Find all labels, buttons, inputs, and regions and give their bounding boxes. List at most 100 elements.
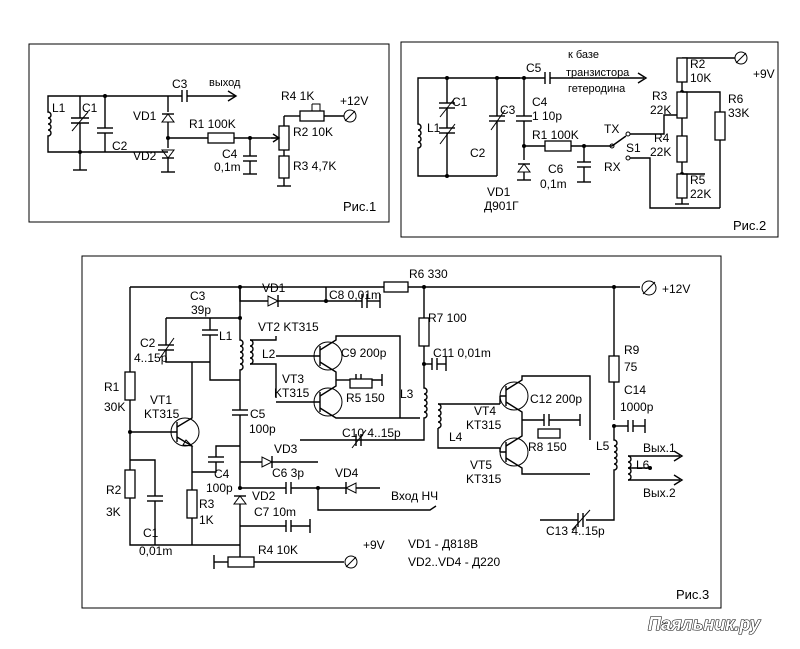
fig2-rx-label: RX (604, 160, 621, 174)
fig2-c2-label: C2 (470, 146, 486, 160)
fig3-vt4-type: KT315 (466, 418, 502, 432)
fig1-supply-label: +12V (340, 94, 368, 108)
fig3-c13-label: C13 4..15p (546, 524, 605, 538)
figure-2: L1 C1 C2 C3 C5 к базе транзистора гетеро… (400, 41, 779, 238)
fig3-out2-label: Вых.2 (643, 486, 676, 500)
fig3-vt1-label: VT1 (150, 393, 172, 407)
fig1-r1-label: R1 100K (189, 117, 236, 131)
fig3-vt5-type: KT315 (466, 472, 502, 486)
fig2-r1-label: R1 100K (532, 128, 579, 142)
fig3-r1-label: R1 (104, 380, 120, 394)
fig2-c3-label: C3 (500, 103, 516, 117)
fig2-s1-label: S1 (626, 141, 641, 155)
fig3-supply9-label: +9V (363, 538, 385, 552)
fig3-vt3-label: VT3 (282, 372, 304, 386)
fig2-note-line2: транзистора (566, 67, 630, 79)
fig3-r4-label: R4 10K (258, 543, 298, 557)
fig3-l4-label: L4 (449, 430, 463, 444)
fig3-r8-label: R8 150 (528, 440, 567, 454)
fig1-l1-label: L1 (52, 101, 66, 115)
fig2-r3-label: R3 (652, 89, 668, 103)
figure-1: L1 C1 C2 C3 выход VD1 VD2 R1 100K C4 0,1… (28, 43, 390, 223)
fig1-output-label: выход (209, 77, 241, 89)
fig2-r6-value: 33K (728, 106, 749, 120)
fig3-c5-value: 100p (249, 422, 276, 436)
fig3-vd4-label: VD4 (335, 466, 359, 480)
fig1-c1-label: C1 (82, 101, 98, 115)
fig3-out1-label: Вых.1 (643, 441, 676, 455)
fig3-c5-label: C5 (250, 407, 266, 421)
fig3-c1-label: C1 (143, 526, 159, 540)
fig3-c3-label: C3 (190, 289, 206, 303)
fig2-r5-label: R5 (690, 173, 706, 187)
fig2-caption: Рис.2 (733, 218, 766, 233)
fig1-vd2-label: VD2 (133, 149, 157, 163)
fig3-r9-label: R9 (624, 343, 640, 357)
fig2-l1-label: L1 (427, 121, 441, 135)
fig2-r5-value: 22K (690, 187, 711, 201)
fig3-input-lf-label: Вход НЧ (391, 489, 438, 503)
fig2-c4-label: C4 (532, 95, 548, 109)
fig3-c2-value: 4..15p (134, 351, 168, 365)
figure-2-frame (400, 41, 779, 238)
fig3-c3-value: 39p (191, 303, 211, 317)
fig3-c8-label: C8 0,01m (329, 288, 381, 302)
fig2-r2-label: R2 (690, 57, 706, 71)
fig2-r4-label: R4 (654, 131, 670, 145)
fig3-r7-label: R7 100 (428, 311, 467, 325)
fig3-r3-value: 1K (199, 513, 214, 527)
fig3-c9-label: C9 200p (341, 346, 387, 360)
fig3-c14-value: 1000p (620, 400, 654, 414)
fig3-l3-label: L3 (400, 387, 414, 401)
fig3-c1-value: 0,01m (139, 544, 172, 558)
fig3-c4-label: C4 (214, 467, 230, 481)
fig2-c6-label: C6 (548, 162, 564, 176)
fig1-r2-label: R2 10K (293, 125, 333, 139)
fig2-tx-label: TX (604, 122, 619, 136)
fig3-r5-label: R5 150 (346, 391, 385, 405)
figure-1-frame (28, 43, 390, 223)
fig3-vt3-type: KT315 (274, 386, 310, 400)
fig3-r2-value: 3K (106, 505, 121, 519)
fig3-l1-label: L1 (219, 329, 233, 343)
figure-3-frame (81, 255, 722, 609)
fig2-vd1-label: VD1 (487, 185, 511, 199)
fig3-c4-value: 100p (206, 481, 233, 495)
fig2-note-line3: гетеродина (568, 83, 626, 95)
fig2-c1-label: C1 (452, 95, 468, 109)
fig3-r9-value: 75 (624, 360, 638, 374)
fig3-vt2-label: VT2 KT315 (258, 320, 319, 334)
fig3-supply12-label: +12V (662, 282, 690, 296)
watermark-logo: Паяльник.ру (648, 614, 761, 634)
fig2-vd1-type: Д901Г (484, 199, 519, 213)
fig3-r3-label: R3 (199, 497, 215, 511)
fig2-r2-value: 10K (690, 71, 711, 85)
fig2-c6-value: 0,1m (540, 177, 567, 191)
fig3-l2-label: L2 (262, 347, 276, 361)
fig1-r3-label: R3 4,7K (293, 159, 336, 173)
fig3-vt1-type: KT315 (144, 407, 180, 421)
fig3-r6-label: R6 330 (409, 267, 448, 281)
fig1-c3-label: C3 (172, 77, 188, 91)
fig3-c14-label: C14 (624, 383, 646, 397)
fig2-r3-value: 22K (650, 103, 671, 117)
fig1-l1-coil (47, 106, 52, 144)
fig3-c11-label: C11 0,01m (433, 346, 491, 360)
fig3-vt5-label: VT5 (470, 458, 492, 472)
fig3-vd1-label: VD1 (262, 281, 286, 295)
fig3-l6-label: L6 (636, 458, 650, 472)
fig1-c4-label: C4 (222, 147, 238, 161)
fig3-c2-label: C2 (140, 336, 156, 350)
fig3-r2-label: R2 (106, 483, 122, 497)
fig3-l5-label: L5 (596, 439, 610, 453)
fig3-c12-label: C12 200p (530, 392, 582, 406)
fig2-r4-value: 22K (650, 145, 671, 159)
fig1-c2-label: C2 (112, 139, 128, 153)
fig1-r4-label: R4 1K (281, 89, 314, 103)
fig3-c10-label: C10 4..15p (342, 426, 401, 440)
fig2-c4-value: 1 10p (532, 109, 562, 123)
fig2-r6-label: R6 (728, 92, 744, 106)
fig3-c6-label: C6 3p (272, 466, 304, 480)
fig1-vd1-label: VD1 (133, 109, 157, 123)
